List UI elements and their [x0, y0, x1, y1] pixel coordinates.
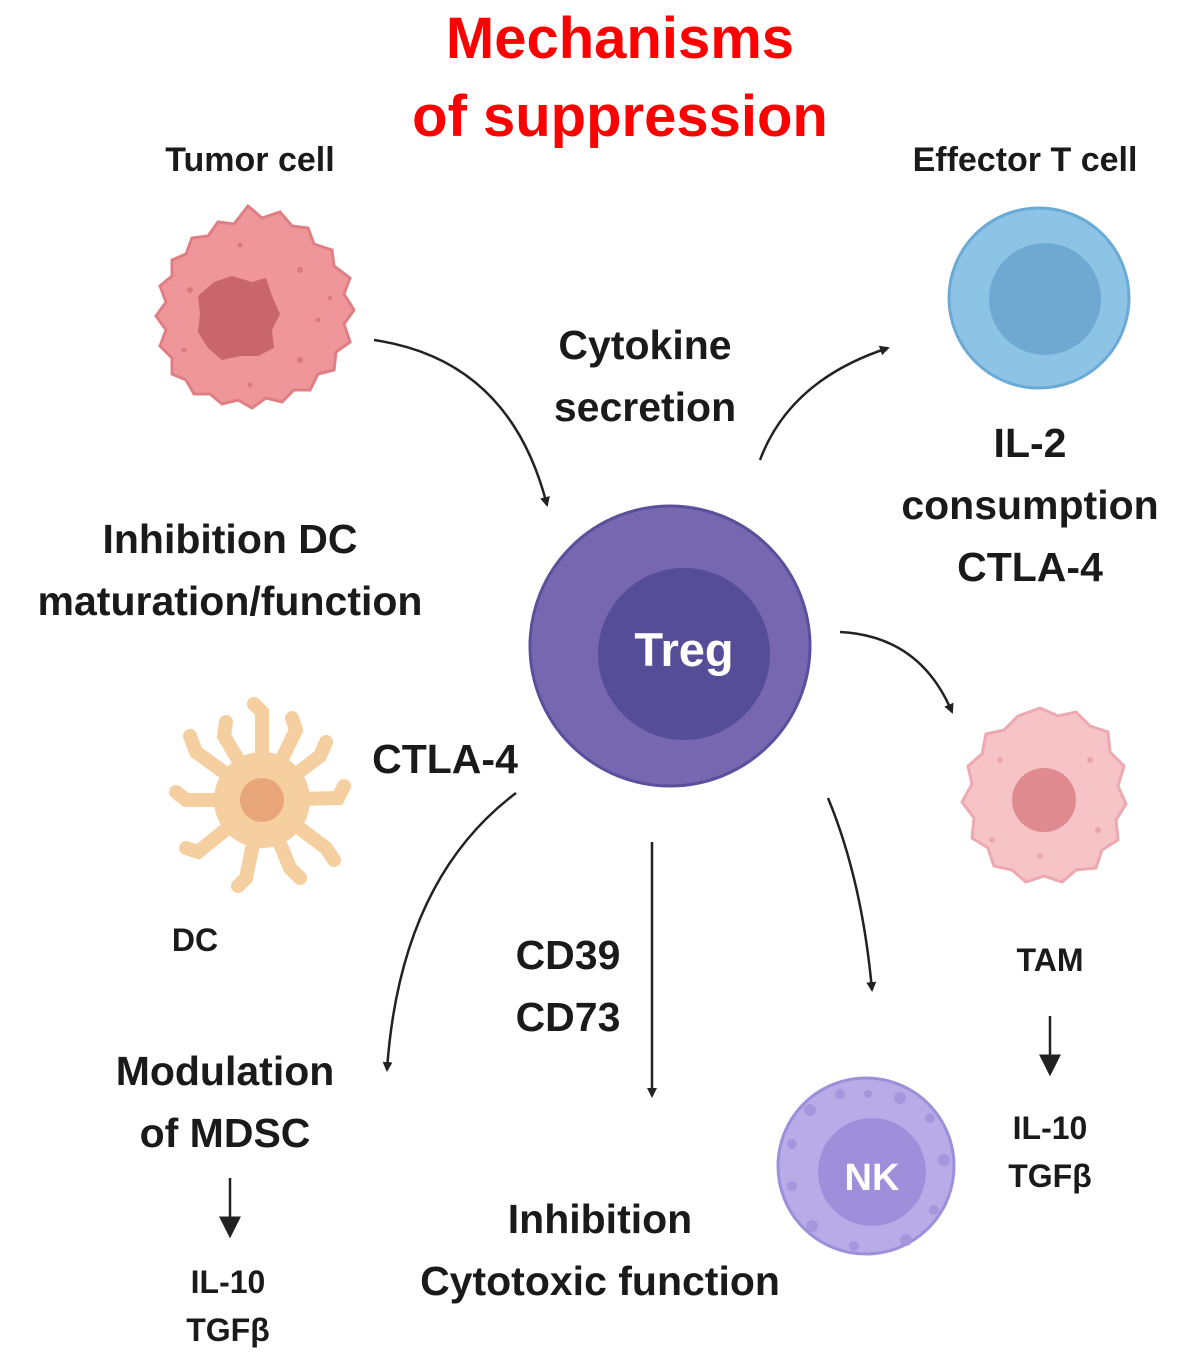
treg-label: Treg	[634, 623, 734, 676]
cytokine-line-1: Cytokine	[558, 322, 732, 368]
tam-output-cytokines: IL-10 TGFβ	[980, 1104, 1120, 1200]
tam-cell-icon	[960, 706, 1128, 884]
diagram-title: Mechanisms of suppression	[395, 0, 845, 156]
tam-label: TAM	[1016, 942, 1084, 978]
arrow-treg-to-tam	[839, 630, 954, 714]
nk-label: NK	[844, 1157, 900, 1199]
dc-inhibition-line-2: maturation/function	[37, 578, 423, 624]
il2-line-3: CTLA-4	[957, 544, 1103, 590]
tumor-cell-label: Tumor cell	[165, 141, 335, 179]
dc-inhibition-label: Inhibition DC maturation/function	[0, 508, 460, 632]
tumor-cell-icon	[154, 203, 356, 410]
mdsc-label: Modulation of MDSC	[80, 1040, 370, 1164]
mdsc-output-line-2: TGFβ	[186, 1312, 270, 1348]
cytokine-line-2: secretion	[553, 384, 737, 430]
ctla4-label: CTLA-4	[372, 736, 518, 782]
dc-label: DC	[171, 922, 219, 958]
effector-t-cell-label: Effector T cell	[912, 141, 1138, 179]
title-line-1: Mechanisms	[445, 6, 795, 71]
il2-line-1: IL-2	[993, 420, 1067, 466]
cytotoxic-line-2: Cytotoxic function	[420, 1258, 780, 1304]
nk-cell-icon	[776, 1076, 956, 1256]
dc-cell-icon	[169, 697, 351, 893]
cd-line-1: CD39	[515, 932, 621, 978]
effector-t-cell-icon	[947, 206, 1131, 390]
dc-inhibition-line-1: Inhibition DC	[102, 516, 358, 562]
treg-cell-icon	[528, 504, 812, 788]
mdsc-output-cytokines: IL-10 TGFβ	[158, 1258, 298, 1354]
il2-consumption-label: IL-2 consumption CTLA-4	[880, 412, 1180, 598]
arrow-treg-to-mdsc	[382, 792, 517, 1072]
arrow-tumor-to-treg	[373, 338, 550, 507]
title-line-2: of suppression	[412, 84, 828, 149]
mdsc-line-2: of MDSC	[139, 1110, 311, 1156]
tam-output-line-1: IL-10	[1012, 1110, 1088, 1146]
arrow-treg-to-effector	[758, 345, 890, 461]
tam-output-line-2: TGFβ	[1008, 1158, 1092, 1194]
il2-line-2: consumption	[901, 482, 1159, 528]
cytotoxic-inhibition-label: Inhibition Cytotoxic function	[390, 1188, 810, 1312]
cd-line-2: CD73	[515, 994, 621, 1040]
cytotoxic-line-1: Inhibition	[507, 1196, 693, 1242]
mdsc-output-line-1: IL-10	[190, 1264, 266, 1300]
cytokine-secretion-label: Cytokine secretion	[500, 314, 790, 438]
mdsc-line-1: Modulation	[115, 1048, 335, 1094]
arrow-treg-to-nk	[826, 797, 877, 992]
cd39-cd73-label: CD39 CD73	[488, 924, 648, 1048]
